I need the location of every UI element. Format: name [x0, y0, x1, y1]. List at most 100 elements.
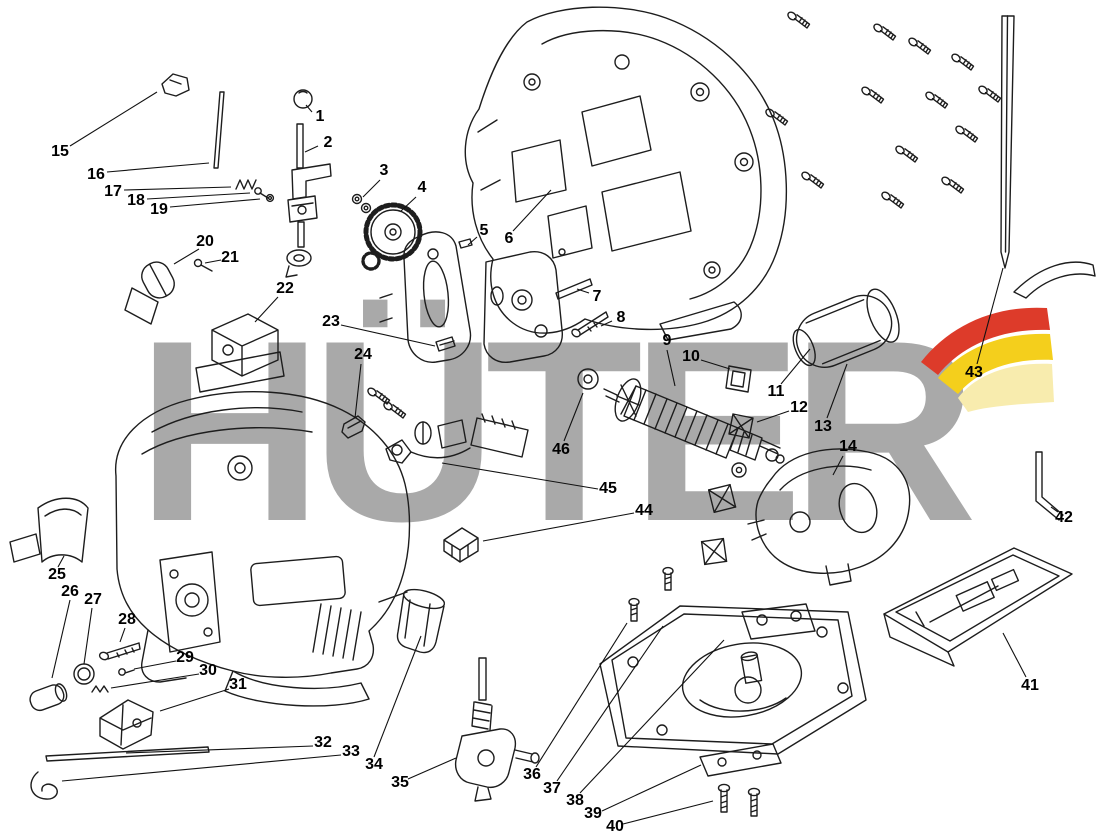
- leader-line-19: [169, 198, 261, 208]
- jigsaw-body: [114, 391, 411, 707]
- part-label-19: 19: [150, 201, 168, 218]
- part-label-31: 31: [229, 676, 247, 693]
- logo-swoosh-yellow: [938, 333, 1053, 394]
- leader-line-43: [976, 267, 1004, 365]
- small-screws: [628, 566, 674, 622]
- blade-guard-bracket: [699, 743, 782, 777]
- leader-line-15: [69, 91, 158, 147]
- washers: [351, 193, 372, 214]
- part-label-46: 46: [552, 441, 570, 458]
- leader-line-24: [354, 363, 362, 419]
- leader-line-28: [119, 627, 126, 643]
- part-label-39: 39: [584, 805, 602, 822]
- part-label-35: 35: [391, 774, 409, 791]
- leader-line-10: [700, 359, 731, 370]
- part-label-27: 27: [84, 591, 102, 608]
- leader-line-45: [441, 462, 599, 490]
- part-label-42: 42: [1055, 509, 1073, 526]
- part-label-4: 4: [417, 179, 427, 196]
- part-label-16: 16: [87, 166, 105, 183]
- leader-line-25: [57, 555, 65, 568]
- leader-line-14: [832, 455, 844, 476]
- leader-line-42: [1050, 506, 1059, 513]
- leader-line-35: [407, 757, 457, 780]
- part-label-2: 2: [323, 134, 333, 151]
- part-label-34: 34: [365, 756, 383, 773]
- part-label-10: 10: [682, 348, 700, 365]
- leader-line-26: [51, 599, 71, 679]
- leader-line-13: [826, 363, 848, 419]
- leader-line-3: [362, 179, 381, 198]
- parts-lower-left: [9, 497, 210, 800]
- leader-line-29: [133, 660, 177, 670]
- part-label-40: 40: [606, 818, 624, 835]
- part-label-30: 30: [199, 662, 217, 679]
- part-label-18: 18: [127, 192, 145, 209]
- leader-line-36: [535, 622, 628, 768]
- leader-line-34: [373, 635, 422, 758]
- leader-line-18: [146, 192, 251, 200]
- small-plate-23: [435, 336, 456, 352]
- leader-line-32: [125, 745, 314, 754]
- leader-line-16: [106, 162, 210, 173]
- hex-key: [1035, 451, 1064, 521]
- leader-line-37: [556, 625, 664, 782]
- part-label-29: 29: [176, 649, 194, 666]
- motor-cover: [747, 448, 911, 586]
- switch-assembly: [385, 413, 529, 464]
- part-label-17: 17: [104, 183, 122, 200]
- counterweight-plates: [379, 231, 563, 363]
- stator: [792, 288, 900, 368]
- leader-line-6: [512, 189, 552, 232]
- logo-swoosh-red: [921, 307, 1050, 375]
- pins-7-8: [555, 278, 609, 338]
- leader-line-4: [400, 196, 417, 212]
- part-label-33: 33: [342, 743, 360, 760]
- part-label-28: 28: [118, 611, 136, 628]
- leader-line-7: [576, 288, 590, 294]
- leader-line-1: [305, 104, 313, 113]
- leader-line-23: [340, 324, 436, 347]
- part-label-5: 5: [479, 222, 489, 239]
- part-label-32: 32: [314, 734, 332, 751]
- part-label-6: 6: [504, 230, 514, 247]
- part-label-7: 7: [592, 288, 602, 305]
- part-label-41: 41: [1021, 677, 1039, 694]
- leader-line-31: [159, 688, 230, 712]
- base-plate: [599, 603, 867, 755]
- part-label-38: 38: [566, 792, 584, 809]
- gear: [361, 202, 423, 271]
- guide-roller: [124, 258, 213, 325]
- motor-housing-shell: [464, 6, 788, 341]
- part-label-1: 1: [315, 108, 325, 125]
- leader-line-27: [83, 607, 93, 665]
- part-label-36: 36: [523, 766, 541, 783]
- clamp-block: [443, 527, 479, 563]
- leader-line-20: [173, 248, 200, 265]
- armature: [603, 378, 785, 464]
- part-label-14: 14: [839, 438, 857, 455]
- brush-holder: [725, 365, 754, 439]
- leader-line-11: [780, 348, 811, 385]
- leader-line-2: [304, 145, 319, 153]
- part-label-26: 26: [61, 583, 79, 600]
- slide-block: [195, 313, 285, 393]
- part-label-12: 12: [790, 399, 808, 416]
- leader-line-30: [110, 673, 200, 689]
- saw-blade: [1000, 15, 1015, 269]
- part-label-45: 45: [599, 480, 617, 497]
- part-label-13: 13: [814, 418, 832, 435]
- rubber-boot: [396, 588, 446, 654]
- leader-line-22: [254, 296, 279, 323]
- leader-line-8: [600, 320, 613, 327]
- base-cover: [883, 547, 1073, 667]
- part-label-11: 11: [767, 383, 785, 400]
- part-label-21: 21: [221, 249, 239, 266]
- small-parts-top-left: [161, 73, 275, 203]
- part-label-20: 20: [196, 233, 214, 250]
- logo-swoosh-pale: [958, 363, 1054, 412]
- part-label-23: 23: [322, 313, 340, 330]
- leader-line-40: [622, 800, 714, 825]
